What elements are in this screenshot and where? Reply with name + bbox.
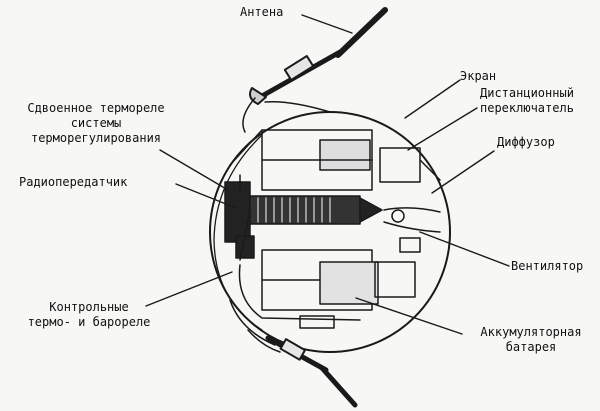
leader-lines (145, 14, 510, 335)
label-battery: Аккумуляторная батарея (466, 325, 596, 355)
label-control-relays-line-2: термо- и бароре­ле (27, 315, 151, 329)
label-transmitter: Радиопередатчик (19, 175, 128, 189)
label-screen: Экран (460, 69, 497, 83)
label-dual-thermorelay: Сдвоенное термореле системы терморегулир… (6, 101, 186, 146)
label-control-relays-line-1: Контрольные (49, 300, 129, 314)
top-antenna (242, 7, 388, 133)
sphere-inner-edge (213, 134, 263, 331)
label-control-relays: Контрольные термо- и бароре­ле (14, 300, 164, 330)
label-fan: Вентилятор (511, 259, 584, 273)
internal-components (224, 129, 441, 329)
label-remote-switch-line-1: Дистанционный (480, 86, 574, 100)
bottom-antenna (229, 299, 358, 408)
label-remote-switch-line-2: переключатель (480, 101, 574, 115)
label-dual-thermorelay-line-3: терморегулирования (30, 131, 162, 145)
label-remote-switch: Дистанционный переключатель (480, 86, 574, 116)
label-dual-thermorelay-line-1: Сдвоенное термореле (27, 101, 165, 115)
label-diffuser: Диффузор (497, 135, 555, 149)
label-antenna: Антена (240, 5, 284, 19)
label-battery-line-2: батарея (505, 340, 557, 354)
label-dual-thermorelay-line-2: системы (70, 116, 122, 130)
label-battery-line-1: Аккумуляторная (480, 325, 582, 339)
